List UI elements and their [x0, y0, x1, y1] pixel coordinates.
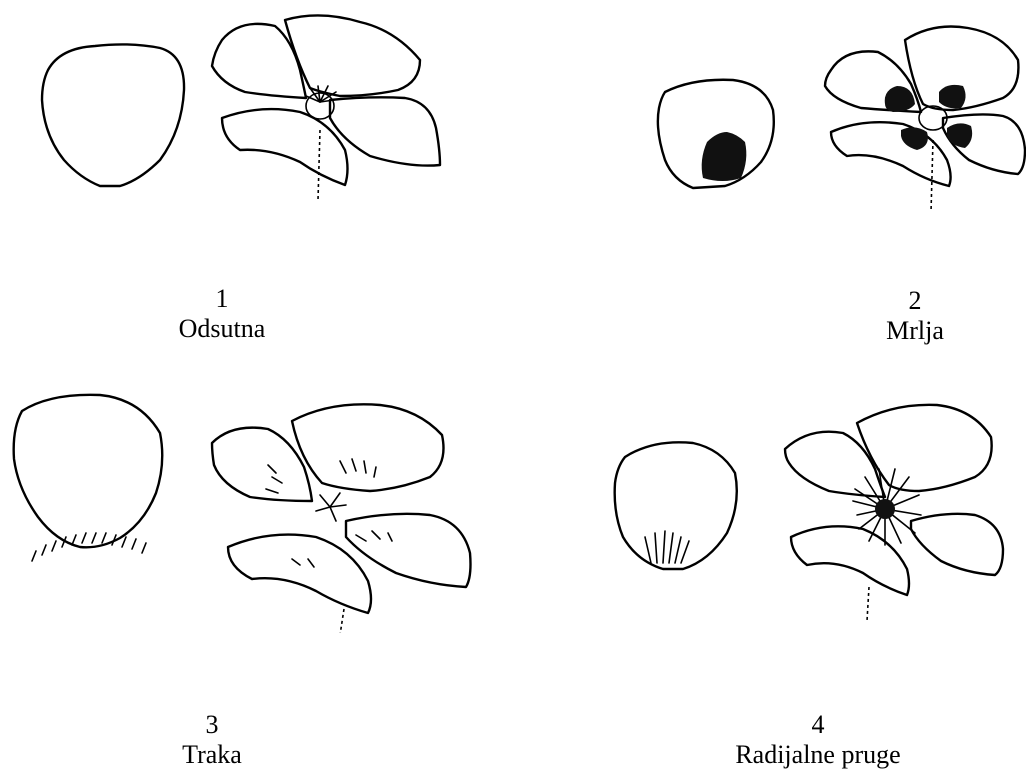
single-petal-outline — [14, 395, 163, 548]
petal-flower-illustration-radial — [513, 373, 1026, 633]
flower-blotches — [885, 85, 972, 150]
petal-flower-illustration-band — [0, 373, 513, 633]
variant-panel-4: 4 Radijalne pruge — [513, 373, 1026, 746]
petal-flower-illustration-blotch — [513, 0, 1026, 260]
flower-illustration — [212, 404, 471, 633]
variant-label: Mrlja — [785, 316, 1026, 346]
variant-panel-2: 2 Mrlja — [513, 0, 1026, 373]
single-petal-outline — [615, 442, 737, 569]
variant-panel-1: 1 Odsutna — [0, 0, 513, 373]
flower-illustration — [825, 27, 1025, 213]
petal-flower-illustration-absent — [0, 0, 513, 260]
variant-label: Radijalne pruge — [688, 740, 948, 770]
flower-illustration — [785, 405, 1003, 621]
variant-label: Odsutna — [92, 314, 352, 344]
variant-number: 2 — [785, 286, 1026, 316]
flower-band-marks — [266, 459, 392, 567]
radial-stripes — [645, 531, 689, 563]
single-petal-outline — [42, 44, 184, 186]
variant-number: 1 — [92, 284, 352, 314]
variant-label: Traka — [82, 740, 342, 770]
variant-number: 3 — [82, 710, 342, 740]
variant-number: 4 — [688, 710, 948, 740]
flower-illustration — [212, 15, 440, 200]
basal-blotch — [702, 132, 747, 181]
variant-panel-3: 3 Traka — [0, 373, 513, 746]
